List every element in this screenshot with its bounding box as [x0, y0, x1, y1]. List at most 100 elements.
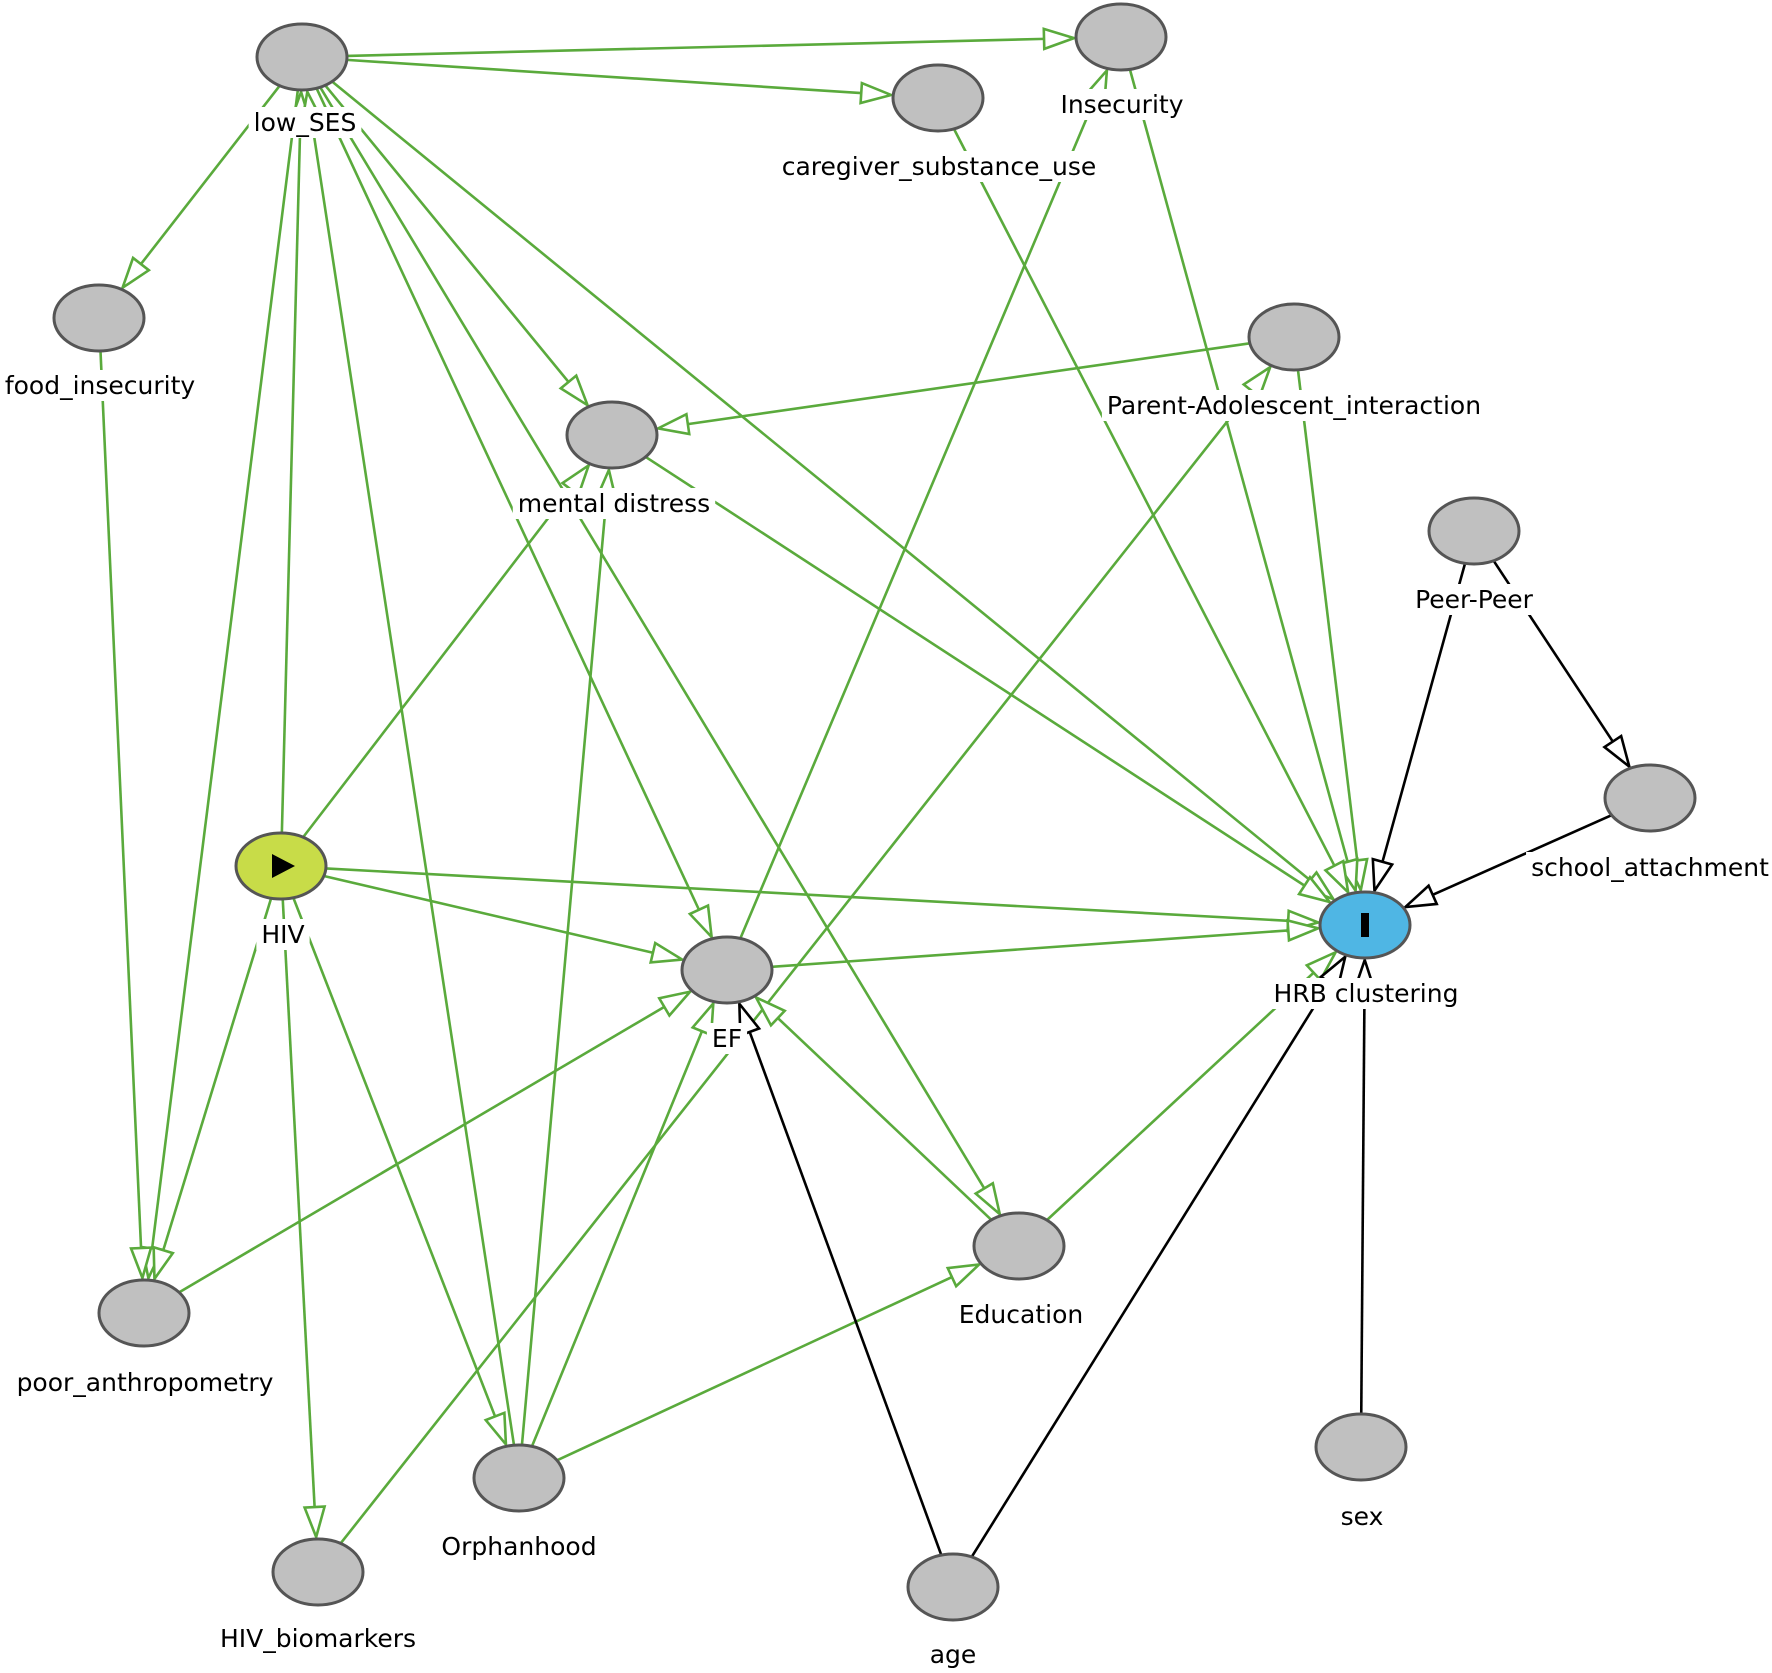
node-orphanhood[interactable] [472, 1443, 566, 1513]
edge-line [99, 350, 143, 1249]
node-label-caregiver-substance-use: caregiver_substance_use [782, 152, 1097, 181]
edge-line [644, 455, 1306, 887]
edge-line [310, 121, 516, 1446]
label-background [1410, 584, 1539, 615]
node-age[interactable] [906, 1552, 1000, 1622]
edge-orphanhood-to-mental-distress [520, 465, 618, 1446]
node-hrb-clustering[interactable] [1318, 890, 1412, 960]
node-ellipse[interactable] [52, 283, 146, 353]
edge-low-ses-to-insecurity [346, 27, 1079, 58]
node-insecurity[interactable] [1074, 2, 1168, 72]
edge-mental-distress-to-hrb-clustering [644, 455, 1334, 905]
edge-line [739, 97, 1097, 939]
arrowhead-icon [119, 255, 152, 292]
label-background [1268, 978, 1464, 1009]
edge-low-ses-to-mental-distress [324, 84, 591, 409]
node-education[interactable] [972, 1211, 1066, 1281]
node-ellipse[interactable] [1314, 1412, 1408, 1482]
node-label-group-orphanhood: Orphanhood [436, 1531, 602, 1562]
edge-poor-anthropometry-to-ef [178, 989, 694, 1294]
play-icon [272, 854, 295, 878]
edge-line [1046, 971, 1315, 1222]
node-sex[interactable] [1314, 1412, 1408, 1482]
node-label-group-low-ses: low_SES [248, 107, 362, 138]
edge-line [687, 342, 1251, 426]
node-ef[interactable] [680, 935, 774, 1005]
node-label-school-attachment: school_attachment [1531, 853, 1769, 882]
node-label-group-poor-anthropometry: poor_anthropometry [11, 1367, 279, 1398]
node-label-group-parent-adolescent-interaction: Parent-Adolescent_interaction [1101, 390, 1487, 421]
arrowhead-icon [152, 1245, 175, 1283]
node-ellipse[interactable] [1074, 2, 1168, 72]
label-background [11, 1367, 279, 1398]
node-label-insecurity: Insecurity [1060, 90, 1183, 119]
edge-ef-to-hrb-clustering [771, 918, 1323, 969]
node-food-insecurity[interactable] [52, 283, 146, 353]
node-ellipse[interactable] [271, 1537, 365, 1607]
arrowhead-icon [973, 1181, 1002, 1218]
node-ellipse[interactable] [680, 935, 774, 1005]
arrowhead-icon [1042, 27, 1079, 51]
outcome-bar-icon [1361, 913, 1369, 937]
edge-sex-to-hrb-clustering [1352, 955, 1377, 1415]
node-parent-adolescent-interaction[interactable] [1247, 302, 1341, 372]
node-hiv-biomarkers[interactable] [271, 1537, 365, 1607]
node-label-sex: sex [1341, 1502, 1384, 1531]
node-peer-peer[interactable] [1427, 496, 1521, 566]
arrowhead-icon [945, 1262, 983, 1289]
node-ellipse[interactable] [255, 22, 349, 92]
node-ellipse[interactable] [891, 63, 985, 133]
edge-ef-to-insecurity [739, 66, 1109, 939]
edge-hiv-to-low-ses [280, 87, 313, 834]
node-ellipse[interactable] [906, 1552, 1000, 1622]
node-label-ef: EF [712, 1024, 742, 1053]
node-school-attachment[interactable] [1603, 763, 1697, 833]
node-low-ses[interactable] [255, 22, 349, 92]
node-ellipse[interactable] [565, 400, 659, 470]
node-ellipse[interactable] [1247, 302, 1341, 372]
node-poor-anthropometry[interactable] [97, 1278, 191, 1348]
edge-line [1359, 989, 1366, 1415]
label-background [1101, 390, 1487, 421]
edge-line [162, 897, 273, 1251]
arrowhead-icon [1296, 875, 1334, 905]
node-label-low-ses: low_SES [254, 108, 357, 137]
node-ellipse[interactable] [1427, 496, 1521, 566]
arrowhead-icon [687, 903, 714, 941]
arrowhead-icon [1304, 949, 1339, 983]
edge-line [325, 867, 1289, 923]
edge-line [556, 1275, 953, 1462]
node-label-orphanhood: Orphanhood [441, 1532, 596, 1561]
edge-orphanhood-to-education [556, 1262, 983, 1462]
edge-orphanhood-to-low-ses [300, 87, 516, 1446]
node-label-poor-anthropometry: poor_anthropometry [17, 1368, 274, 1397]
edge-parent-adolescent-interaction-to-hrb-clustering [1296, 369, 1369, 895]
edge-caregiver-substance-use-to-hrb-clustering [952, 128, 1351, 897]
node-ellipse[interactable] [1603, 763, 1697, 833]
arrowhead-icon [483, 1410, 508, 1449]
node-hiv[interactable] [234, 831, 328, 901]
edge-line [520, 499, 608, 1446]
edge-food-insecurity-to-poor-anthropometry [99, 350, 153, 1283]
arrowhead-icon [657, 989, 694, 1018]
label-background [214, 1623, 422, 1654]
node-label-hiv-biomarkers: HIV_biomarkers [220, 1624, 416, 1653]
node-label-group-hiv: HIV [256, 919, 310, 950]
node-label-group-hrb-clustering: HRB clustering [1268, 978, 1464, 1009]
node-label-group-age: age [924, 1639, 982, 1670]
node-mental-distress[interactable] [565, 400, 659, 470]
node-ellipse[interactable] [472, 1443, 566, 1513]
arrowhead-icon [753, 994, 787, 1028]
edge-line [1128, 69, 1349, 863]
label-background [1526, 852, 1772, 883]
edge-line [280, 121, 302, 834]
label-layer: low_SES Insecurity caregiver_substance_use… [0, 89, 1772, 1670]
edge-low-ses-to-hrb-clustering [331, 80, 1337, 902]
node-ellipse[interactable] [97, 1278, 191, 1348]
node-label-group-education: Education [953, 1299, 1089, 1330]
node-label-group-mental-distress: mental distress [512, 488, 716, 519]
node-caregiver-substance-use[interactable] [891, 63, 985, 133]
node-ellipse[interactable] [972, 1211, 1066, 1281]
node-label-peer-peer: Peer-Peer [1415, 585, 1534, 614]
node-label-group-caregiver-substance-use: caregiver_substance_use [776, 151, 1102, 182]
